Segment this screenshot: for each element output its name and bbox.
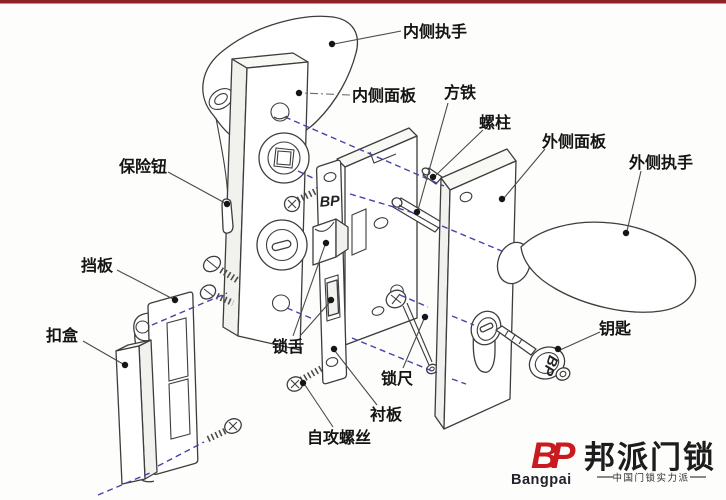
- assembly-axis-lines: [97, 116, 505, 496]
- label-privacy-button: 保险钮: [118, 157, 167, 176]
- leader-dots: [121, 40, 630, 387]
- outer-panel-drawing: [434, 148, 517, 430]
- label-self-tapping-screw: 自攻螺丝: [307, 428, 371, 447]
- label-square-spindle: 方铁: [444, 83, 476, 102]
- lock-bar-drawing: [385, 289, 438, 375]
- top-accent-bar: [0, 0, 726, 4]
- label-lock-bar: 锁尺: [381, 369, 413, 388]
- label-inner-panel: 内侧面板: [352, 86, 417, 105]
- part-labels: 内侧执手 内侧面板 方铁 螺柱 外侧面板 外侧执手 保险钮 挡板 扣盒 锁舌 自…: [46, 22, 693, 447]
- lock-cylinder-drawing: [470, 310, 502, 373]
- label-lining-plate: 衬板: [370, 405, 403, 424]
- label-key: 钥匙: [599, 319, 632, 338]
- label-strike-box: 扣盒: [46, 326, 79, 345]
- label-outer-panel: 外侧面板: [541, 132, 607, 151]
- brand-latin-name: Bangpai: [511, 472, 572, 488]
- lining-plate-drawing: BP: [315, 159, 348, 385]
- inner-panel-drawing: [222, 52, 310, 351]
- outer-handle-drawing: [496, 221, 697, 313]
- strike-box-drawing: [115, 339, 158, 485]
- lock-case-drawing: [336, 127, 418, 346]
- label-outer-handle: 外侧执手: [628, 153, 693, 172]
- brand-tagline: 中国门锁实力派: [612, 472, 689, 484]
- brand-chinese-name: 邦派门锁: [584, 440, 716, 475]
- strike-screw-middle-drawing: [199, 284, 235, 306]
- faceplate-bp-marking: BP: [319, 193, 341, 210]
- privacy-button-drawing: [221, 198, 234, 234]
- brand-logo: BP Bangpai 邦派门锁 中国门锁实力派: [511, 435, 716, 488]
- label-strike-plate: 挡板: [81, 256, 114, 275]
- key-drawing: BP: [495, 325, 571, 381]
- label-inner-handle: 内侧执手: [403, 22, 467, 41]
- strike-screw-lower-drawing: [204, 418, 242, 443]
- label-latch-bolt: 锁舌: [272, 337, 304, 356]
- key-bp-marking: BP: [539, 353, 561, 378]
- label-stud-bolt: 螺柱: [479, 113, 511, 132]
- leader-lines: [82, 30, 642, 428]
- strike-screw-upper-drawing: [202, 255, 239, 283]
